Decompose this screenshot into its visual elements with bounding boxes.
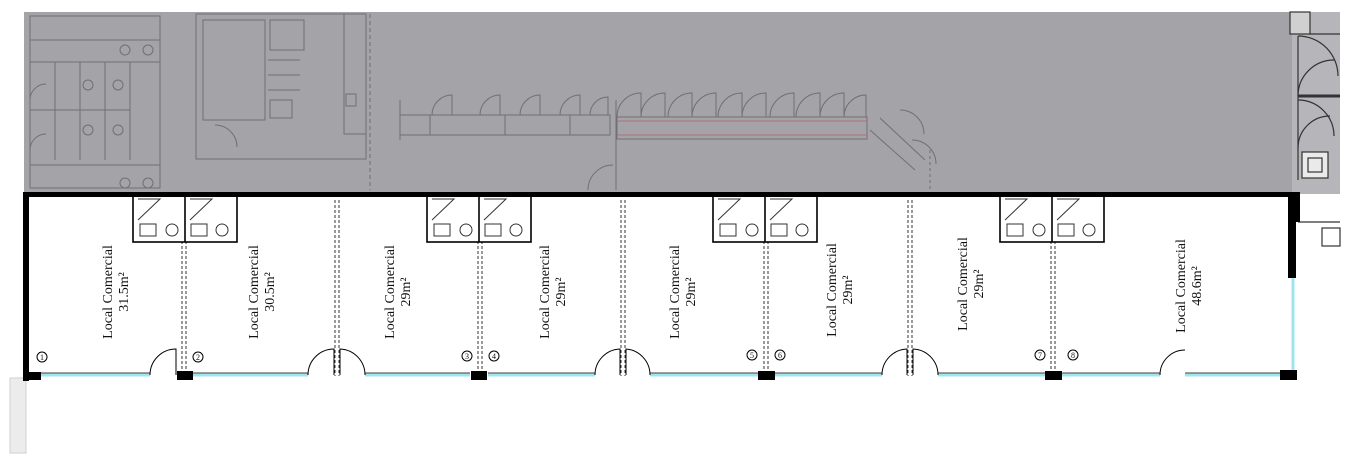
svg-text:4: 4 bbox=[492, 352, 496, 361]
svg-text:2: 2 bbox=[196, 353, 200, 362]
unit-marker-8: 8 bbox=[1067, 349, 1079, 361]
unit-5-area: 29m² bbox=[684, 277, 699, 306]
unit-marker-1: 1 bbox=[36, 351, 48, 363]
main-walls bbox=[23, 192, 1300, 381]
unit-8-label: Local Comercial bbox=[1174, 239, 1189, 333]
entry-door-swings bbox=[149, 348, 1186, 376]
unit-marker-3: 3 bbox=[461, 350, 473, 362]
svg-text:6: 6 bbox=[778, 351, 782, 360]
existing-building-linework bbox=[29, 13, 937, 192]
front-glazing bbox=[40, 278, 1295, 377]
restroom-fixtures bbox=[137, 198, 1096, 237]
unit-1-area: 31.5m² bbox=[117, 272, 132, 312]
svg-text:1: 1 bbox=[40, 353, 44, 362]
unit-6-area: 29m² bbox=[841, 275, 856, 304]
unit-marker-2: 2 bbox=[192, 351, 204, 363]
unit-7-area: 29m² bbox=[972, 269, 987, 298]
unit-4-label: Local Comercial bbox=[538, 245, 553, 339]
existing-building-zone bbox=[24, 12, 1292, 194]
counter-accent-lines bbox=[617, 120, 867, 136]
unit-2-area: 30.5m² bbox=[263, 272, 278, 312]
unit-2-label: Local Comercial bbox=[247, 245, 262, 339]
unit-3-label: Local Comercial bbox=[383, 245, 398, 339]
unit-partitions bbox=[181, 196, 1056, 376]
unit-marker-4: 4 bbox=[488, 350, 500, 362]
restroom-pods bbox=[132, 195, 1105, 243]
unit-4-area: 29m² bbox=[554, 277, 569, 306]
unit-marker-6: 6 bbox=[774, 349, 786, 361]
unit-5-label: Local Comercial bbox=[668, 245, 683, 339]
unit-6-label: Local Comercial bbox=[825, 243, 840, 337]
unit-8-area: 48.6m² bbox=[1190, 266, 1205, 306]
unit-markers: 1 2 3 4 5 6 7 8 bbox=[36, 349, 1079, 363]
svg-text:8: 8 bbox=[1071, 351, 1075, 360]
unit-labels: Local Comercial 31.5m² Local Comercial 3… bbox=[101, 237, 1205, 339]
unit-marker-7: 7 bbox=[1034, 349, 1046, 361]
left-lower-stub bbox=[9, 377, 27, 454]
svg-text:3: 3 bbox=[465, 352, 469, 361]
right-exterior-elements bbox=[1289, 11, 1341, 247]
unit-3-area: 29m² bbox=[399, 277, 414, 306]
unit-1-label: Local Comercial bbox=[101, 245, 116, 339]
svg-text:5: 5 bbox=[750, 351, 754, 360]
unit-marker-5: 5 bbox=[746, 349, 758, 361]
svg-text:7: 7 bbox=[1038, 351, 1042, 360]
unit-7-label: Local Comercial bbox=[956, 237, 971, 331]
